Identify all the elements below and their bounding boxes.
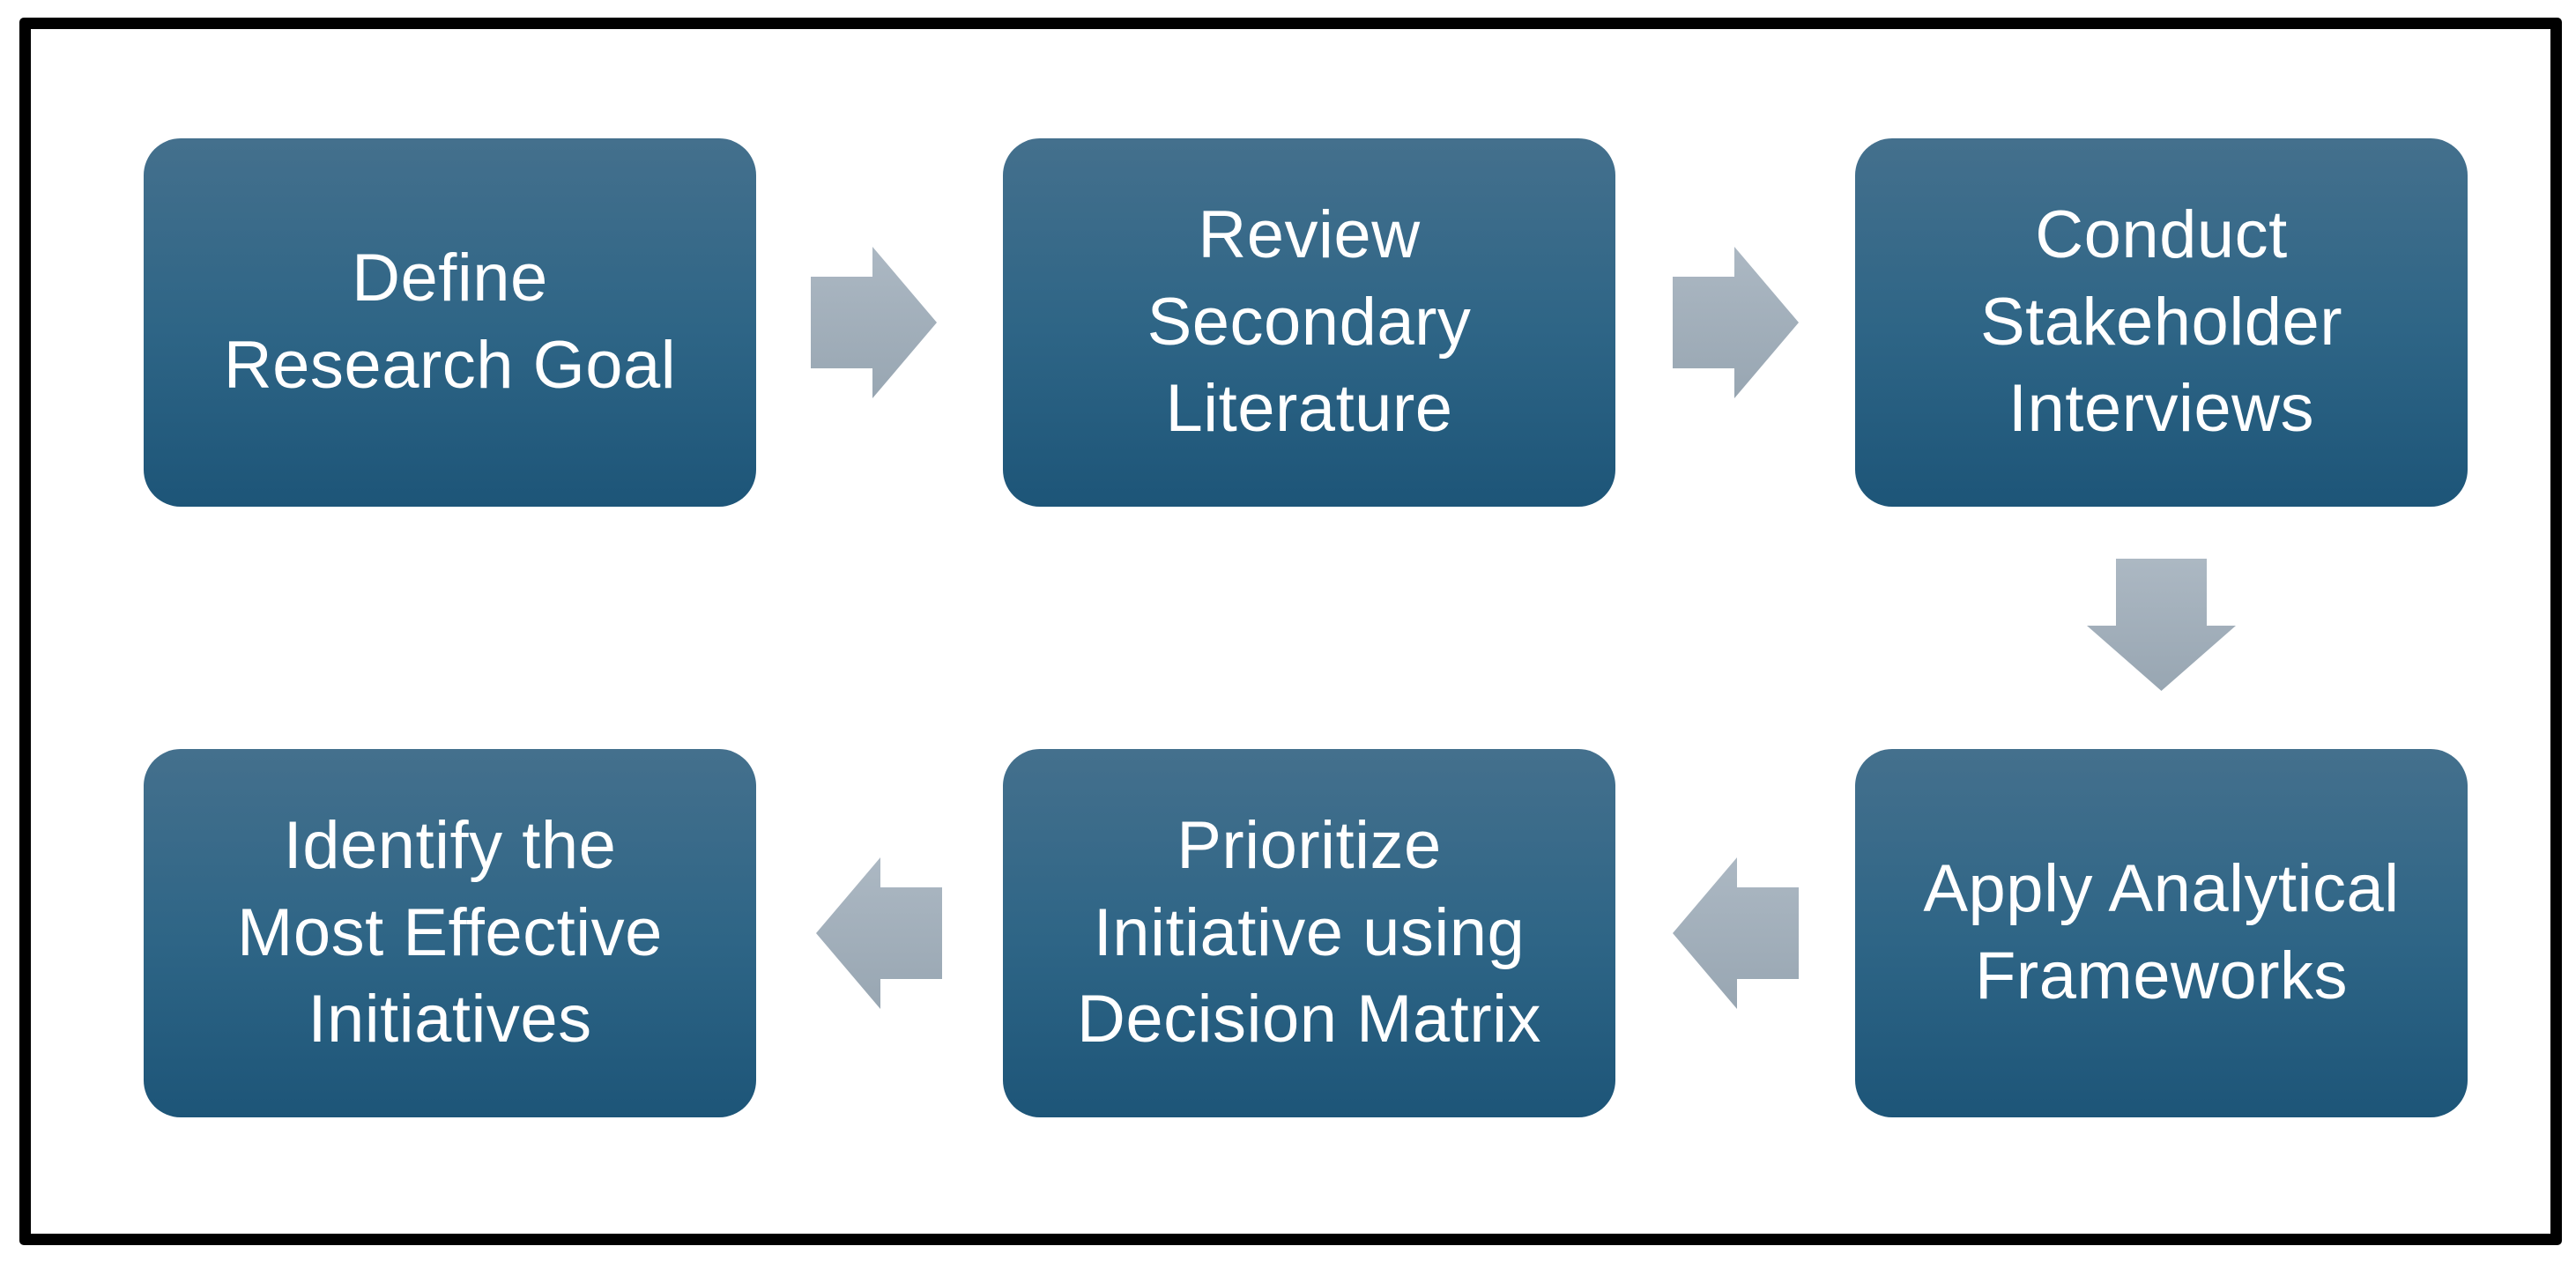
flow-arrow-right-icon [1673, 247, 1799, 398]
flow-arrow-down-icon [2087, 559, 2236, 691]
step-box-conduct-stakeholder-interviews: Conduct Stakeholder Interviews [1855, 138, 2468, 507]
outer-border-frame [19, 18, 2562, 1245]
step-label: Prioritize Initiative using Decision Mat… [1077, 807, 1541, 1057]
flow-arrow-left-icon [1673, 857, 1799, 1009]
step-label: Review Secondary Literature [1147, 197, 1472, 447]
step-label: Conduct Stakeholder Interviews [1979, 197, 2343, 447]
step-box-identify-most-effective-initiatives: Identify the Most Effective Initiatives [144, 749, 756, 1117]
flow-arrow-right-icon [811, 247, 937, 398]
step-box-define-research-goal: Define Research Goal [144, 138, 756, 507]
step-label: Apply Analytical Frameworks [1923, 851, 2400, 1013]
flow-arrow-left-icon [816, 857, 942, 1009]
step-box-prioritize-initiative-decision-matrix: Prioritize Initiative using Decision Mat… [1003, 749, 1615, 1117]
step-label: Define Research Goal [223, 241, 677, 403]
step-label: Identify the Most Effective Initiatives [237, 807, 663, 1057]
step-box-apply-analytical-frameworks: Apply Analytical Frameworks [1855, 749, 2468, 1117]
step-box-review-secondary-literature: Review Secondary Literature [1003, 138, 1615, 507]
